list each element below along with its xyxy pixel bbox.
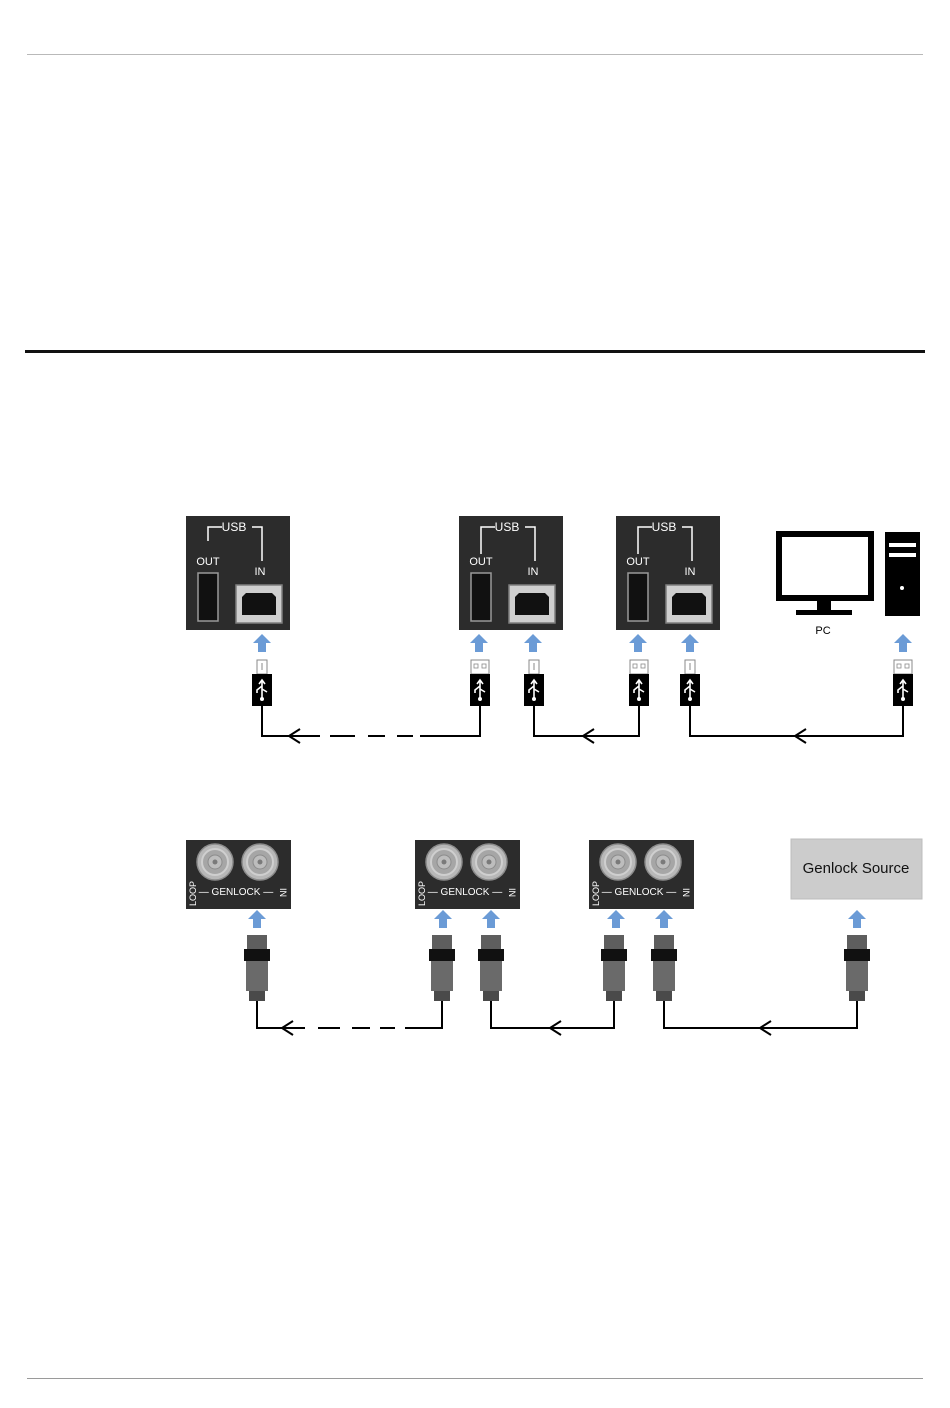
genlock-panel-1: LOOP — GENLOCK — IN xyxy=(186,840,291,909)
genlock-cable-lines xyxy=(257,1001,857,1035)
loop-label: LOOP xyxy=(591,881,601,906)
up-arrow-icon xyxy=(655,910,673,928)
usb-out-label: OUT xyxy=(469,556,493,568)
usb-panel-1: USB OUT IN xyxy=(186,516,290,630)
bnc-plug-icon xyxy=(844,935,870,1001)
bnc-loop-jack xyxy=(426,844,462,880)
usb-in-label: IN xyxy=(685,566,696,578)
up-arrow-icon xyxy=(607,910,625,928)
genlock-in-label: IN xyxy=(507,888,517,897)
usb-group-label: USB xyxy=(652,520,677,534)
up-arrow-icon xyxy=(248,910,266,928)
usb-out-label: OUT xyxy=(626,556,650,568)
usb-cable-plug xyxy=(252,660,272,706)
bnc-loop-jack xyxy=(197,844,233,880)
genlock-label: — GENLOCK — xyxy=(428,887,502,898)
bnc-plug-icon xyxy=(429,935,455,1001)
genlock-source-label: Genlock Source xyxy=(803,860,910,877)
usb-in-label: IN xyxy=(255,566,266,578)
genlock-panel-3: LOOP — GENLOCK — IN xyxy=(589,840,694,909)
bnc-plug-icon xyxy=(601,935,627,1001)
pc-tower-icon xyxy=(885,532,920,616)
genlock-in-label: IN xyxy=(278,888,288,897)
up-arrow-icon xyxy=(470,634,488,652)
usb-cable-plug xyxy=(524,660,544,706)
bnc-in-jack xyxy=(242,844,278,880)
up-arrow-icon xyxy=(681,634,699,652)
usb-panel-3: USB OUT IN xyxy=(616,516,720,630)
bnc-plug-icon xyxy=(651,935,677,1001)
genlock-panel-2: LOOP — GENLOCK — IN xyxy=(415,840,520,909)
bnc-in-jack xyxy=(645,844,681,880)
usb-cable-lines xyxy=(262,706,903,743)
usb-cable-plug xyxy=(680,660,700,706)
up-arrow-icon xyxy=(253,634,271,652)
bnc-plug-icon xyxy=(244,935,270,1001)
genlock-source-box: Genlock Source xyxy=(791,839,922,899)
usb-cable-plug xyxy=(629,660,649,706)
pc-label: PC xyxy=(815,625,830,637)
usb-a-port xyxy=(471,573,491,621)
loop-label: LOOP xyxy=(188,881,198,906)
up-arrow-icon xyxy=(629,634,647,652)
up-arrow-icon xyxy=(848,910,866,928)
up-arrow-icon xyxy=(434,910,452,928)
usb-out-label: OUT xyxy=(196,556,220,568)
usb-cable-plug xyxy=(470,660,490,706)
usb-group-label: USB xyxy=(495,520,520,534)
up-arrow-icon xyxy=(524,634,542,652)
genlock-label: — GENLOCK — xyxy=(199,887,273,898)
up-arrow-icon xyxy=(894,634,912,652)
usb-a-port xyxy=(198,573,218,621)
usb-section: USB OUT IN USB OUT IN USB OUT IN xyxy=(186,516,920,743)
usb-a-port xyxy=(628,573,648,621)
usb-cable-plug xyxy=(893,660,913,706)
bnc-in-jack xyxy=(471,844,507,880)
up-arrow-icon xyxy=(482,910,500,928)
bnc-loop-jack xyxy=(600,844,636,880)
genlock-section: LOOP — GENLOCK — IN LOOP — GENLOCK — IN … xyxy=(186,839,922,1035)
usb-in-label: IN xyxy=(528,566,539,578)
loop-label: LOOP xyxy=(417,881,427,906)
usb-panel-2: USB OUT IN xyxy=(459,516,563,630)
pc-monitor-icon xyxy=(779,534,871,615)
genlock-label: — GENLOCK — xyxy=(602,887,676,898)
genlock-in-label: IN xyxy=(681,888,691,897)
usb-group-label: USB xyxy=(222,520,247,534)
bnc-plug-icon xyxy=(478,935,504,1001)
